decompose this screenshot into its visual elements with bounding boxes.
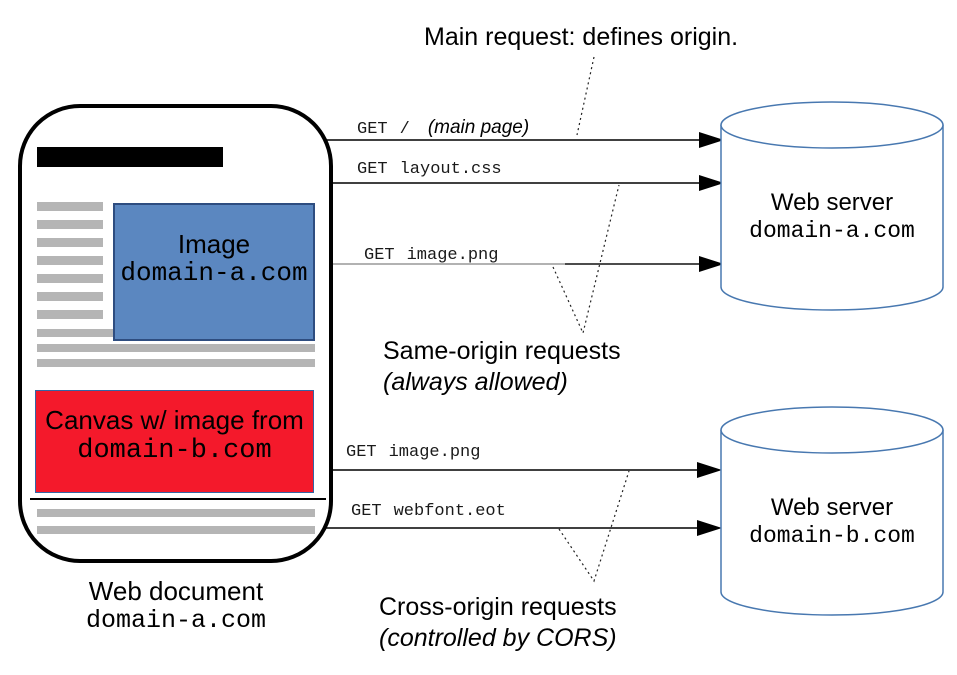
image-box-domain: domain-a.com <box>120 258 308 288</box>
request-label-image-cross: GET image.png <box>346 443 480 462</box>
request-method: GET <box>351 502 382 521</box>
server-a: Web server domain-a.com <box>720 101 944 311</box>
request-method: GET <box>357 120 388 139</box>
same-origin-line2: (always allowed) <box>383 368 568 396</box>
web-document-domain: domain-a.com <box>85 606 267 635</box>
request-method: GET <box>364 246 395 265</box>
request-method: GET <box>357 160 388 179</box>
image-box: Image domain-a.com <box>113 203 315 341</box>
text-line-placeholder <box>37 220 103 229</box>
request-path: webfont.eot <box>393 502 506 521</box>
same-origin-line1: Same-origin requests <box>383 337 621 365</box>
arrowhead-image-same <box>699 256 724 272</box>
canvas-box-label: Canvas w/ image from <box>45 405 304 435</box>
request-label-main: GET / (main page) <box>357 117 529 139</box>
request-label-image-same: GET image.png <box>364 246 498 265</box>
arrowhead-font-cross <box>697 520 722 536</box>
server-b-domain: domain-b.com <box>749 523 915 549</box>
server-a-domain: domain-a.com <box>749 218 915 244</box>
request-note: (main page) <box>427 117 530 138</box>
arrowhead-image-cross <box>697 462 722 478</box>
arrowhead-main <box>699 132 724 148</box>
server-b: Web server domain-b.com <box>720 406 944 616</box>
server-a-cylinder-icon <box>720 101 944 311</box>
web-document-label: Web document <box>88 576 264 606</box>
request-path: layout.css <box>399 160 502 179</box>
text-line-placeholder <box>37 526 315 534</box>
image-box-label: Image <box>177 229 251 259</box>
server-a-label: Web server <box>770 189 894 216</box>
request-label-font-cross: GET webfont.eot <box>351 502 506 521</box>
title-bar-placeholder <box>37 147 223 167</box>
request-label-css: GET layout.css <box>357 160 502 179</box>
request-method: GET <box>346 443 377 462</box>
canvas-box: Canvas w/ image from domain-b.com <box>35 390 314 493</box>
arrowhead-css <box>699 175 724 191</box>
text-line-placeholder <box>37 292 103 301</box>
request-path: image.png <box>388 443 481 462</box>
request-path: / <box>399 120 410 139</box>
web-document-caption: Web document domain-a.com <box>30 576 322 636</box>
cross-origin-line1: Cross-origin requests <box>379 593 617 621</box>
text-line-placeholder <box>37 509 315 517</box>
text-line-placeholder <box>37 344 315 352</box>
text-line-placeholder <box>37 310 103 319</box>
main-request-title: Main request: defines origin. <box>424 23 739 51</box>
request-path: image.png <box>406 246 499 265</box>
dotted-pointer-cross-origin <box>558 470 630 583</box>
cross-origin-annotation: Cross-origin requests (controlled by COR… <box>379 592 617 654</box>
cross-origin-line2: (controlled by CORS) <box>379 624 617 652</box>
canvas-box-domain: domain-b.com <box>77 436 272 466</box>
same-origin-annotation: Same-origin requests (always allowed) <box>383 336 621 398</box>
dotted-pointer-same-origin <box>552 184 620 335</box>
document-divider <box>30 498 326 500</box>
server-b-label: Web server <box>770 494 894 521</box>
text-line-placeholder <box>37 202 103 211</box>
text-line-placeholder <box>37 256 103 265</box>
text-line-placeholder <box>37 238 103 247</box>
dotted-pointer-title <box>576 56 595 136</box>
text-line-placeholder <box>37 359 315 367</box>
server-b-cylinder-icon <box>720 406 944 616</box>
text-line-placeholder <box>37 274 103 283</box>
